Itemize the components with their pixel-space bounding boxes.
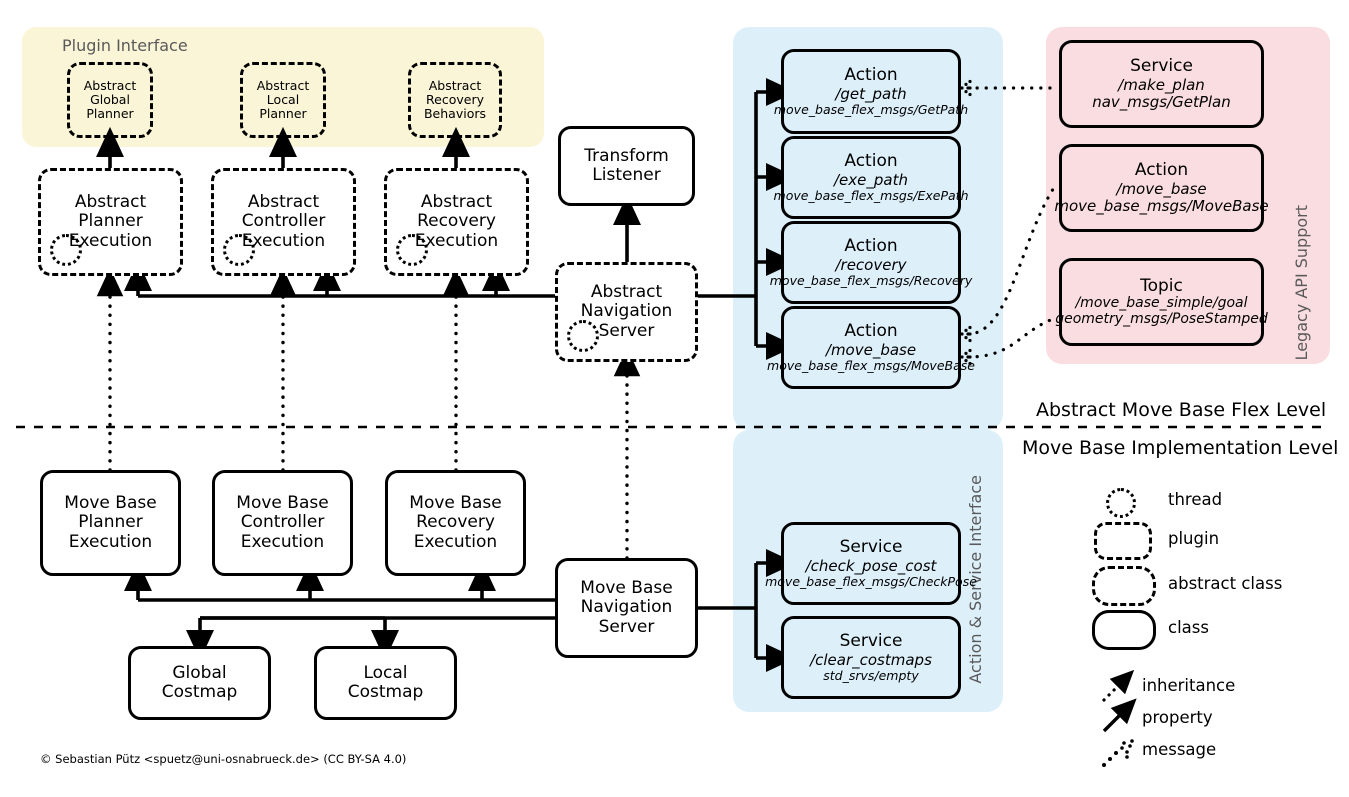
thread-icon [50,234,82,266]
message-arrow-heads [960,79,972,366]
transform-listener[interactable]: Transform Listener [558,126,695,206]
abstract-planner-execution[interactable]: Abstract Planner Execution [38,168,183,276]
service-check-pose-cost[interactable]: Service /check_pose_cost move_base_flex_… [765,522,977,605]
abstract-action-bus [698,77,797,361]
abstract-recovery-execution[interactable]: Abstract Recovery Execution [384,168,529,276]
copyright-notice: © Sebastian Pütz <spuetz@uni-osnabrueck.… [40,752,407,766]
legend-label-property: property [1142,708,1213,727]
abstract-navigation-server[interactable]: Abstract Navigation Server [555,262,698,362]
service-clear-costmaps[interactable]: Service /clear_costmaps std_srvs/empty [781,616,961,699]
thread-icon [223,234,255,266]
movebase-property-bus [123,560,555,602]
class-icon [1092,610,1156,650]
move-base-navigation-server[interactable]: Move Base Navigation Server [555,558,698,658]
legend-arrow-glyphs [1102,669,1137,767]
legend-label-plugin: plugin [1168,529,1220,548]
legend-label-message: message [1142,740,1217,759]
action-move-base[interactable]: Action /move_base move_base_flex_msgs/Mo… [767,306,975,389]
plugin-abstract-global-planner[interactable]: Abstract Global Planner [67,62,153,138]
legacy-service-make-plan[interactable]: Service /make_plan nav_msgs/GetPlan [1059,40,1264,128]
plugin-abstract-recovery-behaviors[interactable]: Abstract Recovery Behaviors [408,62,502,138]
global-costmap[interactable]: Global Costmap [128,646,271,720]
thread-icon [396,234,428,266]
action-get-path[interactable]: Action /get_path move_base_flex_msgs/Get… [774,49,968,134]
plugin-icon [1094,522,1152,560]
legacy-api-support-label: Legacy API Support [1292,205,1311,361]
plugin-abstract-local-planner[interactable]: Abstract Local Planner [240,62,326,138]
legacy-action-move-base[interactable]: Action /move_base move_base_msgs/MoveBas… [1054,144,1269,232]
legend-label-inheritance: inheritance [1142,676,1236,695]
thread-icon [567,320,599,352]
abstract-property-bus [123,260,555,298]
abstract-level-label: Abstract Move Base Flex Level [1036,399,1327,421]
move-base-recovery-execution[interactable]: Move Base Recovery Execution [385,470,526,576]
abstract-class-icon [1092,566,1156,606]
legacy-topic-move-base-simple-goal[interactable]: Topic /move_base_simple/goal geometry_ms… [1055,258,1268,346]
move-base-planner-execution[interactable]: Move Base Planner Execution [40,470,181,576]
message-links [966,86,1058,359]
plugin-interface-label: Plugin Interface [62,36,188,55]
action-recovery[interactable]: Action /recovery move_base_flex_msgs/Rec… [770,221,972,304]
movebase-service-bus [698,548,797,673]
local-costmap[interactable]: Local Costmap [314,646,457,720]
plugin-inheritance-arrows [95,126,471,168]
costmap-bus [185,616,555,661]
legend-label-abstract-class: abstract class [1168,574,1283,593]
move-base-controller-execution[interactable]: Move Base Controller Execution [212,470,353,576]
inheritance-dotted-links [96,267,641,560]
action-exe-path[interactable]: Action /exe_path move_base_flex_msgs/Exe… [774,136,969,219]
legend-label-thread: thread [1168,490,1223,509]
thread-icon [1106,488,1136,518]
abstract-controller-execution[interactable]: Abstract Controller Execution [211,168,356,276]
implementation-level-label: Move Base Implementation Level [1022,437,1339,459]
legend-label-class: class [1168,618,1209,637]
